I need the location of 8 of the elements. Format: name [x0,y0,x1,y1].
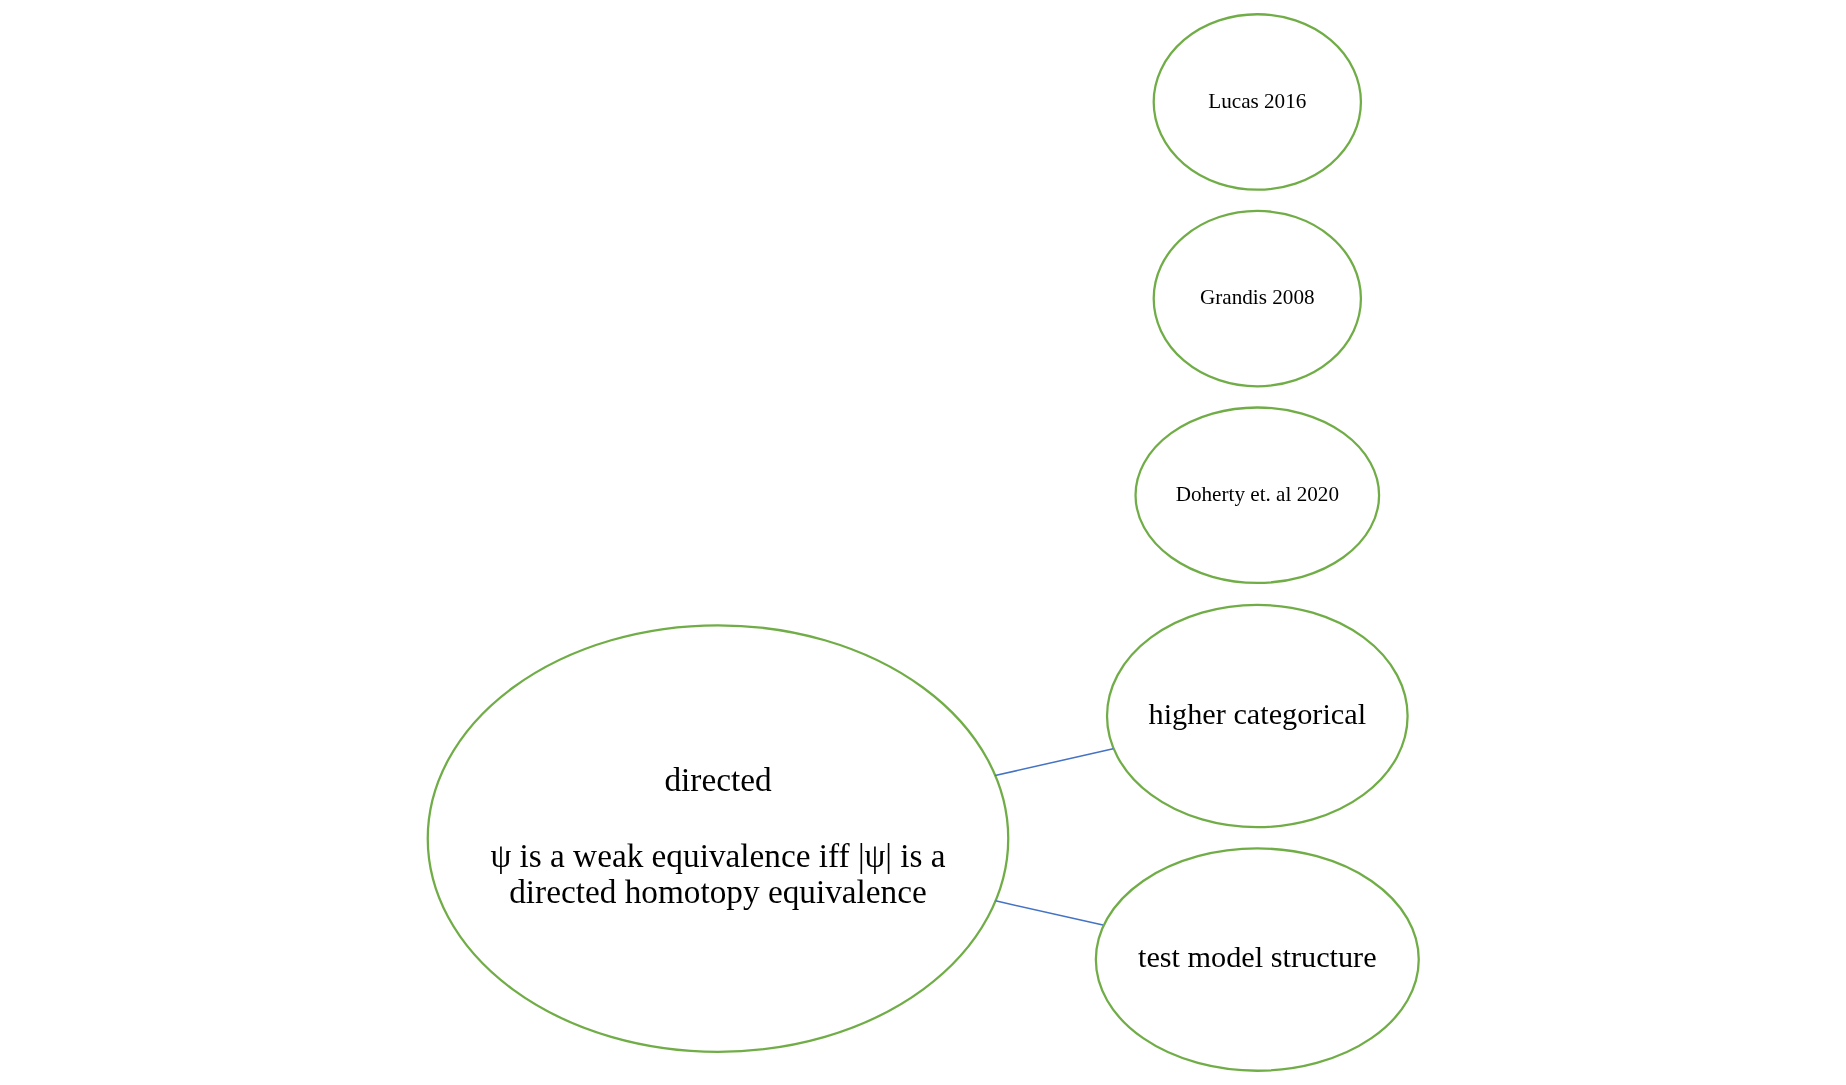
node-ellipse: Doherty et. al 2020 [1133,406,1380,585]
node-ellipse: test model structure [1094,847,1420,1072]
node-ellipse: higher categorical [1105,603,1409,829]
connector [993,747,1114,777]
node-ellipse: Lucas 2016 [1152,13,1362,191]
node-ellipse: directed ψ is a weak equivalence iff |ψ| is a directed homotopy equivalence [426,624,1009,1053]
connector [994,900,1104,926]
node-ellipse: Grandis 2008 [1152,209,1362,388]
